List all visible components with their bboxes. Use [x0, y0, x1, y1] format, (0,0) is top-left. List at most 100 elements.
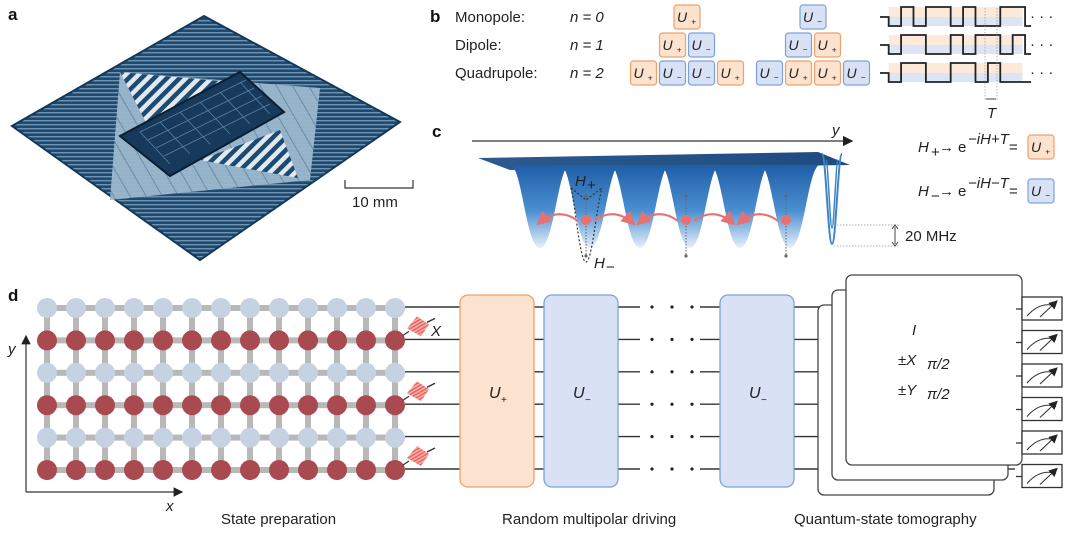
coupler-vertical	[305, 446, 311, 461]
equation-hamiltonian: H	[918, 139, 929, 156]
qubit-ground	[124, 427, 144, 448]
gate-box	[629, 60, 658, 86]
waveform-band-minus	[888, 17, 1023, 26]
coupler-horizontal	[346, 305, 357, 311]
qubit-excited	[211, 330, 231, 351]
coupler-horizontal	[259, 369, 270, 376]
coupler-vertical	[131, 349, 137, 364]
coupler-horizontal	[375, 434, 386, 441]
qubit-excited	[95, 395, 115, 416]
panel-label-b: b	[430, 7, 440, 26]
coupler-vertical	[44, 446, 50, 461]
gate-box	[784, 60, 813, 86]
qubit-excited	[124, 330, 144, 351]
coupler-horizontal	[143, 337, 154, 344]
qubit-ground	[356, 298, 376, 318]
coupler-vertical	[160, 446, 166, 461]
sequence-gate-right: U+	[784, 60, 813, 86]
coupler-horizontal	[56, 337, 67, 344]
coupler-horizontal	[85, 305, 96, 311]
gate-symbol: U	[663, 65, 674, 81]
qubit-excited	[240, 460, 260, 480]
qubit-ground	[153, 362, 173, 383]
coupler-vertical	[102, 381, 108, 397]
y-axis-label: y	[831, 122, 841, 139]
coupler-horizontal	[230, 337, 241, 344]
coupler-horizontal	[259, 402, 270, 409]
qubit-ground	[385, 362, 405, 383]
potential-barrier	[753, 187, 777, 225]
coupler-horizontal	[230, 305, 241, 311]
coupler-vertical	[189, 381, 195, 397]
waveform-band-plus	[888, 7, 1023, 17]
coupler-horizontal	[230, 402, 241, 409]
coupler-vertical	[276, 446, 282, 461]
waveform-band-plus	[888, 63, 1023, 73]
gate-box	[842, 60, 871, 86]
equation-exponential: e	[958, 183, 966, 200]
coupler-vertical	[44, 381, 50, 397]
coupler-horizontal	[288, 305, 299, 311]
coupler-horizontal	[288, 402, 299, 409]
gate-box	[687, 32, 716, 58]
coupler-horizontal	[288, 467, 299, 473]
ellipsis-dot	[650, 467, 654, 471]
potential-well	[710, 165, 770, 248]
gate-box	[658, 60, 687, 86]
coupler-horizontal	[85, 434, 96, 441]
qubit-excited	[66, 395, 86, 416]
qubit-excited	[240, 330, 260, 351]
potential-well	[560, 165, 620, 248]
equation-hamiltonian-sub: −	[931, 188, 940, 205]
coupler-horizontal	[375, 402, 386, 409]
gate-symbol: U	[789, 37, 800, 53]
hopping-arrow-right	[593, 210, 636, 226]
particle	[581, 215, 591, 225]
coupler-horizontal	[288, 434, 299, 441]
multipole-name: Dipole:	[455, 37, 502, 54]
coupler-horizontal	[346, 369, 357, 376]
coupler-vertical	[218, 381, 224, 397]
chip-striped-region-bottom	[200, 130, 298, 178]
qubit-ground	[66, 298, 86, 318]
qubit-excited	[95, 460, 115, 480]
x-pulse-label: X	[430, 323, 442, 340]
coupler-horizontal	[201, 305, 212, 311]
gate-subscript: −	[1045, 191, 1050, 201]
gate-subscript: −	[677, 73, 682, 83]
ellipsis-dot	[650, 305, 654, 309]
coupler-horizontal	[375, 467, 386, 473]
gate-symbol: U	[818, 37, 829, 53]
coupler-vertical	[247, 349, 253, 364]
qubit-excited	[356, 460, 376, 480]
qubit-excited	[211, 460, 231, 480]
coupler-vertical	[276, 381, 282, 397]
coupler-vertical	[247, 414, 253, 429]
coupler-horizontal	[114, 402, 125, 409]
coupler-horizontal	[85, 467, 96, 473]
qubit-ground	[211, 427, 231, 448]
meter-box	[1021, 396, 1063, 422]
equation-equals: =	[1009, 183, 1018, 200]
h-plus-potential	[570, 187, 603, 201]
ellipsis-dot	[670, 337, 674, 341]
coupler-horizontal	[230, 434, 241, 441]
section-label-state-prep: State preparation	[221, 511, 336, 528]
coupler-horizontal	[317, 467, 328, 473]
coupler-horizontal	[172, 467, 183, 473]
potential-well	[510, 165, 570, 248]
gate-symbol: U	[803, 9, 814, 25]
multipole-order: n = 2	[570, 65, 604, 82]
energy-level-bottom	[584, 254, 588, 258]
coupler-horizontal	[288, 369, 299, 376]
multipole-name: Quadrupole:	[455, 65, 538, 82]
panel-label-a: a	[8, 5, 18, 24]
coupler-horizontal	[346, 434, 357, 441]
measurement-meter	[1016, 430, 1063, 455]
coupler-horizontal	[201, 369, 212, 376]
ellipsis-dot	[670, 435, 674, 439]
coupler-vertical	[189, 349, 195, 364]
gate-box	[716, 60, 745, 86]
coupler-horizontal	[114, 305, 125, 311]
gate-symbol: U	[789, 65, 800, 81]
